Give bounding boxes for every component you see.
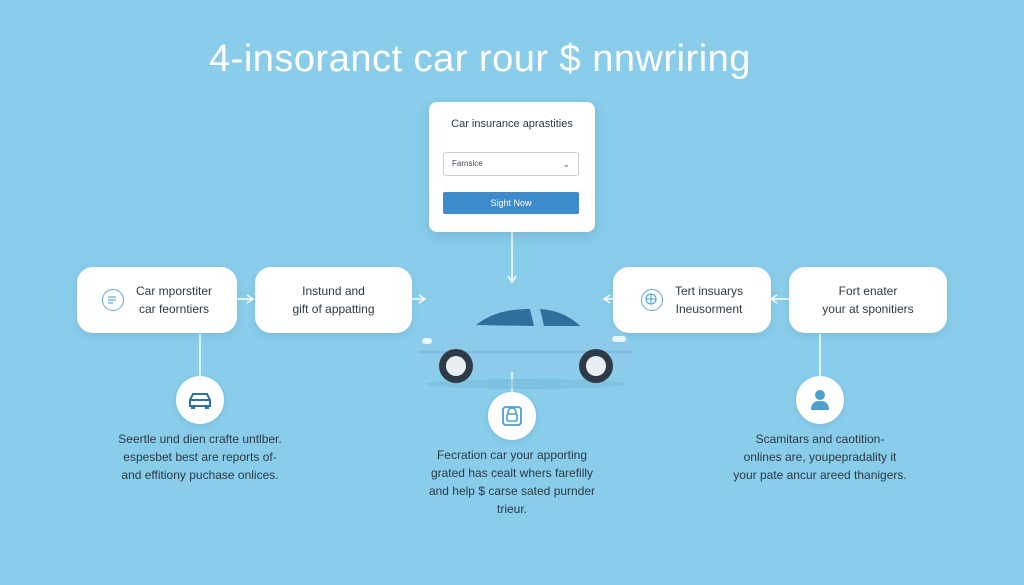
document-icon [101,289,124,311]
center-caption: Fecration car your apporting grated has … [410,446,614,518]
left-caption-line-1: Seertle und dien crafte untlber. [118,432,282,446]
center-caption-line-3: and help $ carse sated purnder [428,484,596,498]
step-pill-4: Fort enater your at sponitiers [789,267,947,333]
globe-icon [640,289,663,311]
chevron-down-icon: ⌄ [562,159,570,169]
sight-now-button[interactable]: Sight Now [443,192,579,214]
right-caption-line-3: your pate ancur areed thanigers. [733,468,907,482]
pill-3-line-1: Tert insuarys [674,284,744,298]
left-caption-line-3: and effitiony puchase onlices. [121,468,279,482]
select-value: Farnsice [452,159,483,168]
right-caption: Scamitars and caotition- onlines are, yo… [714,430,926,484]
shield-lock-icon [488,392,536,440]
center-caption-line-4: trieur. [496,502,527,516]
pill-1-line-2: car feorntiers [138,302,209,316]
pill-4-line-1: Fort enater [838,284,898,298]
form-heading: Car insurance aprastities [451,118,573,130]
right-caption-line-2: onlines are, youpepradality it [743,450,897,464]
page-title: 4-insoranct car rour $ nnwriring [209,38,751,80]
pill-2-line-1: Instund and [302,284,365,298]
step-pill-2: Instund and gift of appatting [255,267,412,333]
pill-4-line-2: your at sponitiers [822,302,914,316]
insurance-form-card: Car insurance aprastities Farnsice ⌄ Sig… [429,102,595,232]
pill-2-line-2: gift of appatting [292,302,375,316]
right-caption-line-1: Scamitars and caotition- [755,432,885,446]
car-icon [176,376,224,424]
center-caption-line-1: Fecration car your apporting [436,448,588,462]
center-caption-line-2: grated has cealt whers farefilly [430,466,594,480]
pill-3-line-2: Ineusorment [675,302,743,316]
step-pill-3: Tert insuarys Ineusorment [613,267,771,333]
pill-1-line-1: Car mporstiter [135,284,212,298]
person-icon [796,376,844,424]
left-caption: Seertle und dien crafte untlber. espesbe… [100,430,300,484]
step-pill-1: Car mporstiter car feorntiers [77,267,237,333]
left-caption-line-2: espesbet best are reports of- [123,450,277,464]
insurance-select[interactable]: Farnsice ⌄ [443,152,579,176]
car-illustration [420,304,632,389]
